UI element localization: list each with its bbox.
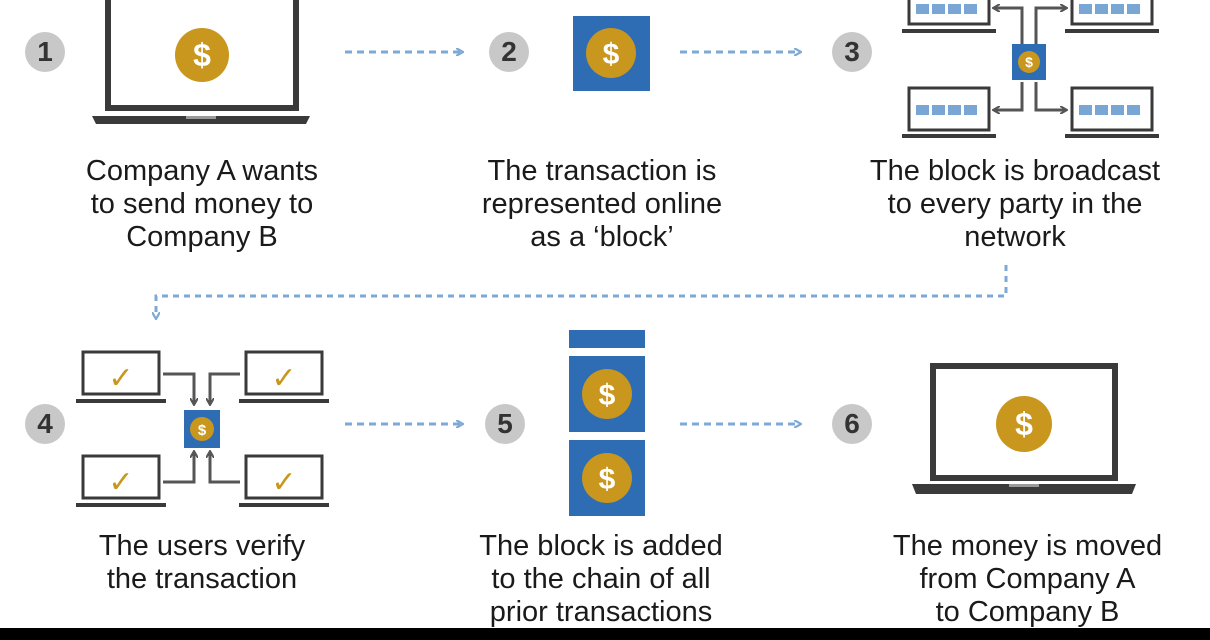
laptop-icon: ✓ bbox=[76, 350, 166, 403]
network-broadcast-icon: $ bbox=[902, 0, 1159, 138]
checkmark-icon: ✓ bbox=[271, 465, 296, 500]
checkmark-icon: ✓ bbox=[271, 361, 296, 396]
laptop-icon bbox=[92, 0, 310, 124]
laptop-icon bbox=[902, 0, 996, 33]
network-verify-icon: ✓ ✓ ✓ ✓ $ bbox=[76, 350, 329, 507]
laptop-icon bbox=[902, 86, 996, 138]
dollar-sign: $ bbox=[1025, 54, 1033, 70]
dollar-coin-icon: $ bbox=[175, 28, 229, 82]
step-1-caption: Company A wants to send money to Company… bbox=[85, 155, 319, 253]
laptop-icon bbox=[1065, 0, 1159, 33]
step-6-caption: The money is moved from Company A to Com… bbox=[892, 530, 1163, 628]
dollar-sign: $ bbox=[599, 463, 616, 496]
checkmark-icon: ✓ bbox=[108, 465, 133, 500]
flow-arrow-3-4 bbox=[156, 265, 1008, 318]
laptop-icon: ✓ bbox=[239, 350, 329, 403]
step-3-caption: The block is broadcast to every party in… bbox=[869, 155, 1161, 253]
dollar-sign: $ bbox=[603, 38, 620, 71]
step-5-caption: The block is added to the chain of all p… bbox=[479, 530, 723, 628]
dollar-sign: $ bbox=[599, 379, 616, 412]
dollar-sign: $ bbox=[193, 37, 211, 73]
step-4-caption: The users verify the transaction bbox=[98, 530, 306, 595]
step-number-6: 6 bbox=[832, 404, 872, 444]
dollar-sign: $ bbox=[198, 422, 207, 439]
step-2-caption: The transaction is represented online as… bbox=[481, 155, 723, 253]
block-icon: $ bbox=[573, 16, 650, 91]
laptop-icon: ✓ bbox=[76, 454, 166, 507]
step-number-4: 4 bbox=[25, 404, 65, 444]
step-number-3: 3 bbox=[832, 32, 872, 72]
blockchain-icon: $ $ bbox=[569, 330, 645, 516]
bottom-border bbox=[0, 628, 1210, 640]
dollar-coin-icon: $ bbox=[996, 396, 1052, 452]
laptop-icon bbox=[1065, 86, 1159, 138]
step-number-1: 1 bbox=[25, 32, 65, 72]
step-number-5: 5 bbox=[485, 404, 525, 444]
dollar-sign: $ bbox=[1015, 406, 1033, 442]
checkmark-icon: ✓ bbox=[108, 361, 133, 396]
laptop-icon bbox=[912, 363, 1136, 494]
laptop-icon: ✓ bbox=[239, 454, 329, 507]
step-number-2: 2 bbox=[489, 32, 529, 72]
